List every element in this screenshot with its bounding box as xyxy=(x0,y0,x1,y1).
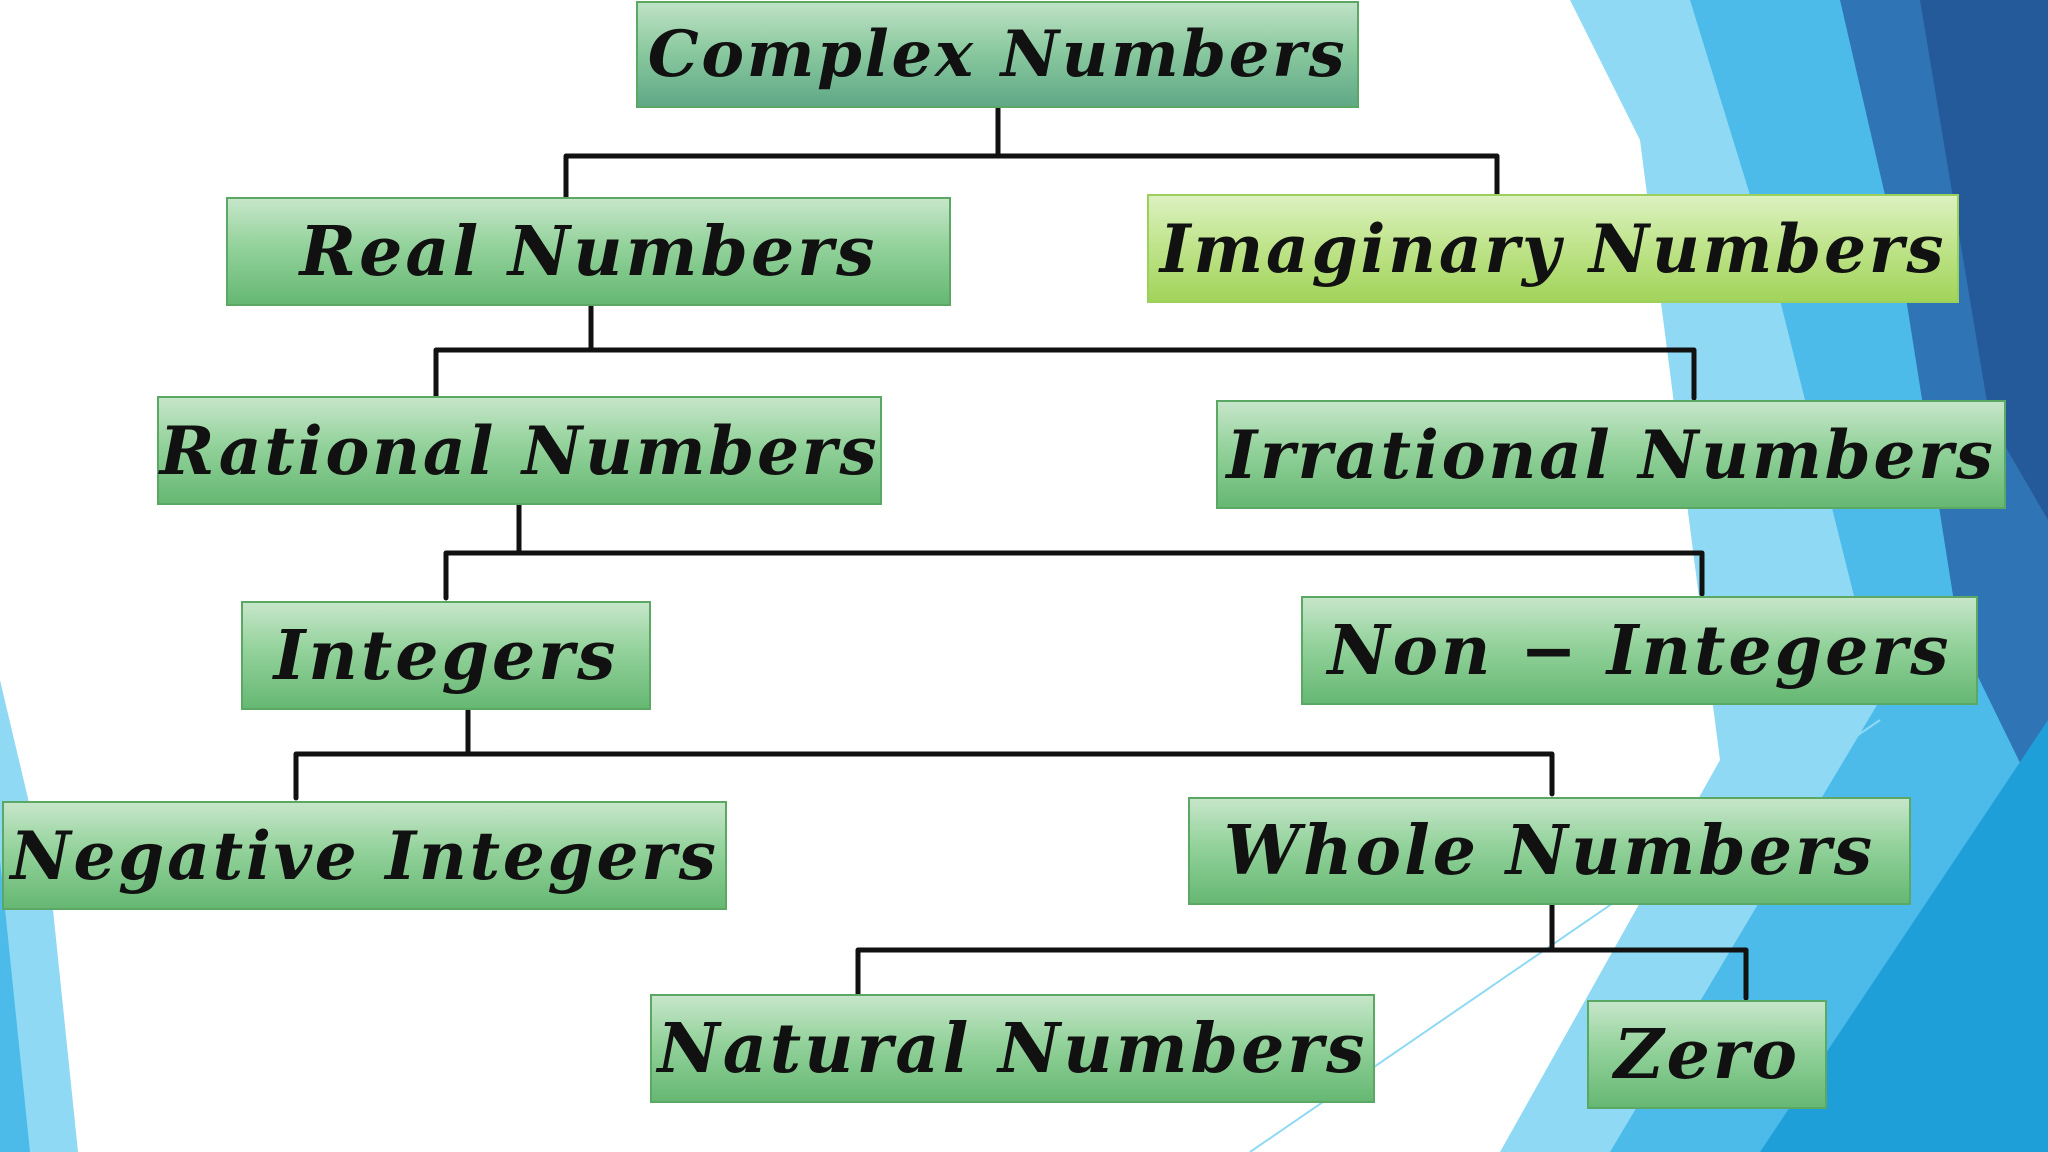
connector-complex xyxy=(563,105,1500,201)
connector-whole xyxy=(855,900,1749,1001)
node-integers: Integers xyxy=(241,601,651,710)
node-non-integers: Non − Integers xyxy=(1301,596,1978,705)
node-real-numbers: Real Numbers xyxy=(226,197,951,306)
node-complex-numbers: Complex Numbers xyxy=(636,1,1359,108)
connector-rational xyxy=(443,502,1705,601)
node-natural-numbers: Natural Numbers xyxy=(650,994,1375,1103)
node-rational-numbers: Rational Numbers xyxy=(157,396,882,505)
node-imaginary-numbers: Imaginary Numbers xyxy=(1147,194,1959,303)
left-accent-mid xyxy=(0,860,30,1152)
left-accent-light xyxy=(0,680,78,1152)
right-accent-deep xyxy=(1920,0,2048,520)
node-whole-numbers: Whole Numbers xyxy=(1188,797,1911,905)
connector-real xyxy=(433,303,1697,401)
node-negative-integers: Negative Integers xyxy=(2,801,727,910)
node-irrational-numbers: Irrational Numbers xyxy=(1216,400,2006,509)
node-zero: Zero xyxy=(1587,1000,1827,1109)
right-accent-bottom xyxy=(1760,720,2048,1152)
connector-integers xyxy=(293,707,1555,801)
